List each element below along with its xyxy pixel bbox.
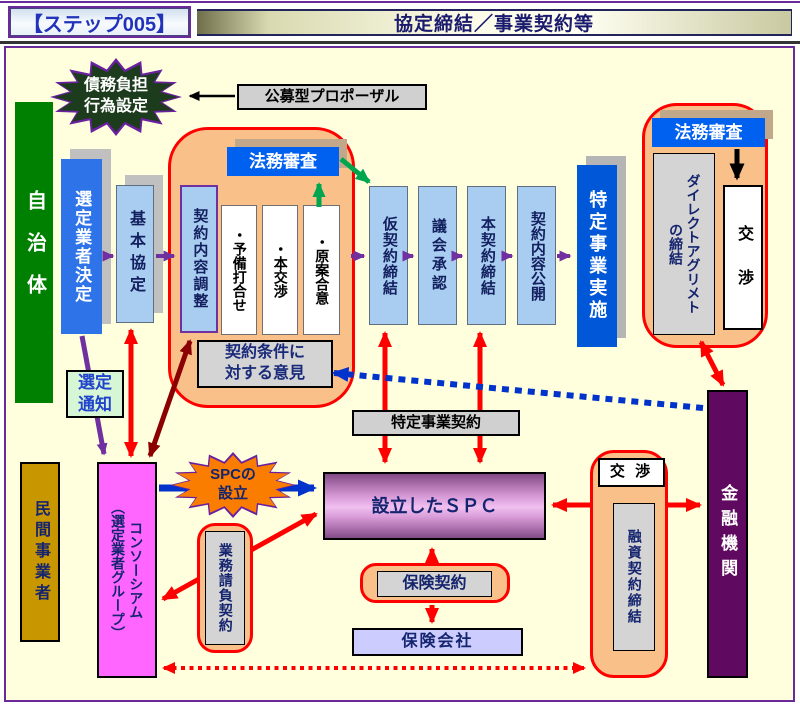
main-contract-label: 本契約締結	[478, 215, 496, 296]
public-proposal-label: 公募型プロポーザル	[264, 87, 400, 105]
legal-review-left-box: 法務審査	[227, 147, 339, 176]
step-label: 【ステップ005】	[22, 13, 177, 36]
provisional-contract-box: 仮契約締結	[369, 186, 408, 325]
specified-project-contract-label: 特定事業契約	[390, 413, 481, 431]
selected-operator-decision-label: 選定業者決定	[72, 189, 92, 304]
project-implementation-box: 特定事業実施	[577, 165, 617, 347]
draft-agreement-box: ・原案合意	[303, 205, 340, 335]
loan-contract-box: 融資契約締結	[613, 503, 655, 651]
direct-agreement-box: ダイレクトアグリメト の締結	[653, 153, 715, 335]
basic-agreement-label: 基本協定	[127, 210, 144, 298]
negotiation-right-box: 交 渉	[723, 185, 763, 330]
title-bar: 協定締結／事業契約等	[197, 9, 792, 36]
provisional-contract-label: 仮契約締結	[380, 215, 398, 296]
established-spc-label: 設立したＳＰＣ	[371, 495, 498, 516]
loan-contract-label: 融資契約締結	[626, 529, 643, 625]
work-subcontract-box: 業務請負契約	[205, 531, 245, 645]
page-title: 協定締結／事業契約等	[393, 14, 594, 35]
debt-burden-label: 債務負担 行為設定	[83, 77, 148, 115]
debt-burden-starburst: 債務負担 行為設定	[50, 58, 182, 136]
council-approval-box: 議会承認	[418, 186, 457, 325]
header-divider	[0, 41, 800, 44]
legal-review-right-label: 法務審査	[674, 122, 743, 142]
public-proposal-box: 公募型プロポーザル	[237, 84, 427, 110]
main-contract-box: 本契約締結	[467, 186, 506, 325]
draft-agreement-label: ・原案合意	[314, 235, 331, 305]
lane-private-operator: 民間事業者	[20, 462, 60, 642]
project-implementation-label: 特定事業実施	[587, 190, 608, 322]
insurance-contract-box: 保険契約	[377, 571, 492, 597]
contract-disclosure-box: 契約内容公開	[517, 186, 556, 325]
specified-project-contract-box: 特定事業契約	[352, 410, 520, 436]
contract-adjustment-label: 契約内容調整	[191, 208, 209, 310]
consortium-label: コンソーシアム （選定業者グループ）	[110, 500, 145, 640]
consortium-box: コンソーシアム （選定業者グループ）	[97, 462, 157, 678]
insurance-company-label: 保険会社	[401, 633, 474, 650]
spc-formation-label: SPCの 設立	[210, 466, 256, 502]
legal-review-left-label: 法務審査	[249, 151, 317, 171]
work-subcontract-label: 業務請負契約	[217, 543, 234, 633]
lane-financial-institution: 金融機関	[707, 390, 748, 678]
insurance-company-box: 保険会社	[352, 628, 523, 656]
negotiation-bottom-label: 交 渉	[609, 463, 654, 481]
lane-private-operator-label: 民間事業者	[32, 499, 49, 605]
contract-adjustment-box: 契約内容調整	[180, 185, 218, 333]
top-border-line	[0, 1, 800, 3]
opinions-on-terms-label: 契約条件に 対する意見	[224, 344, 305, 382]
contract-disclosure-label: 契約内容公開	[528, 210, 546, 301]
selection-notice-label: 選定 通知	[78, 372, 112, 414]
negotiation-bottom-box: 交 渉	[598, 458, 665, 487]
main-negotiation-label: ・本交渉	[272, 242, 289, 298]
direct-agreement-label: ダイレクトアグリメト の締結	[668, 174, 702, 314]
lane-financial-institution-label: 金融機関	[718, 484, 738, 584]
spc-formation-starburst: SPCの 設立	[170, 452, 296, 518]
preliminary-meeting-box: ・予備打合せ	[221, 205, 257, 335]
established-spc-box: 設立したＳＰＣ	[323, 472, 546, 540]
insurance-contract-label: 保険契約	[402, 575, 467, 592]
preliminary-meeting-label: ・予備打合せ	[231, 228, 248, 312]
step-badge: 【ステップ005】	[8, 6, 191, 38]
lane-municipality: 自治体	[15, 102, 53, 403]
lane-municipality-label: 自治体	[23, 189, 46, 316]
main-negotiation-box: ・本交渉	[262, 205, 298, 335]
basic-agreement-box: 基本協定	[116, 185, 154, 323]
negotiation-right-label: 交 渉	[735, 224, 752, 291]
selection-notice-box: 選定 通知	[66, 370, 124, 418]
council-approval-label: 議会承認	[429, 217, 447, 294]
opinions-on-terms-box: 契約条件に 対する意見	[197, 340, 333, 388]
legal-review-right-box: 法務審査	[652, 118, 765, 147]
selected-operator-decision-box: 選定業者決定	[61, 159, 102, 334]
starburst-fill	[54, 62, 178, 132]
